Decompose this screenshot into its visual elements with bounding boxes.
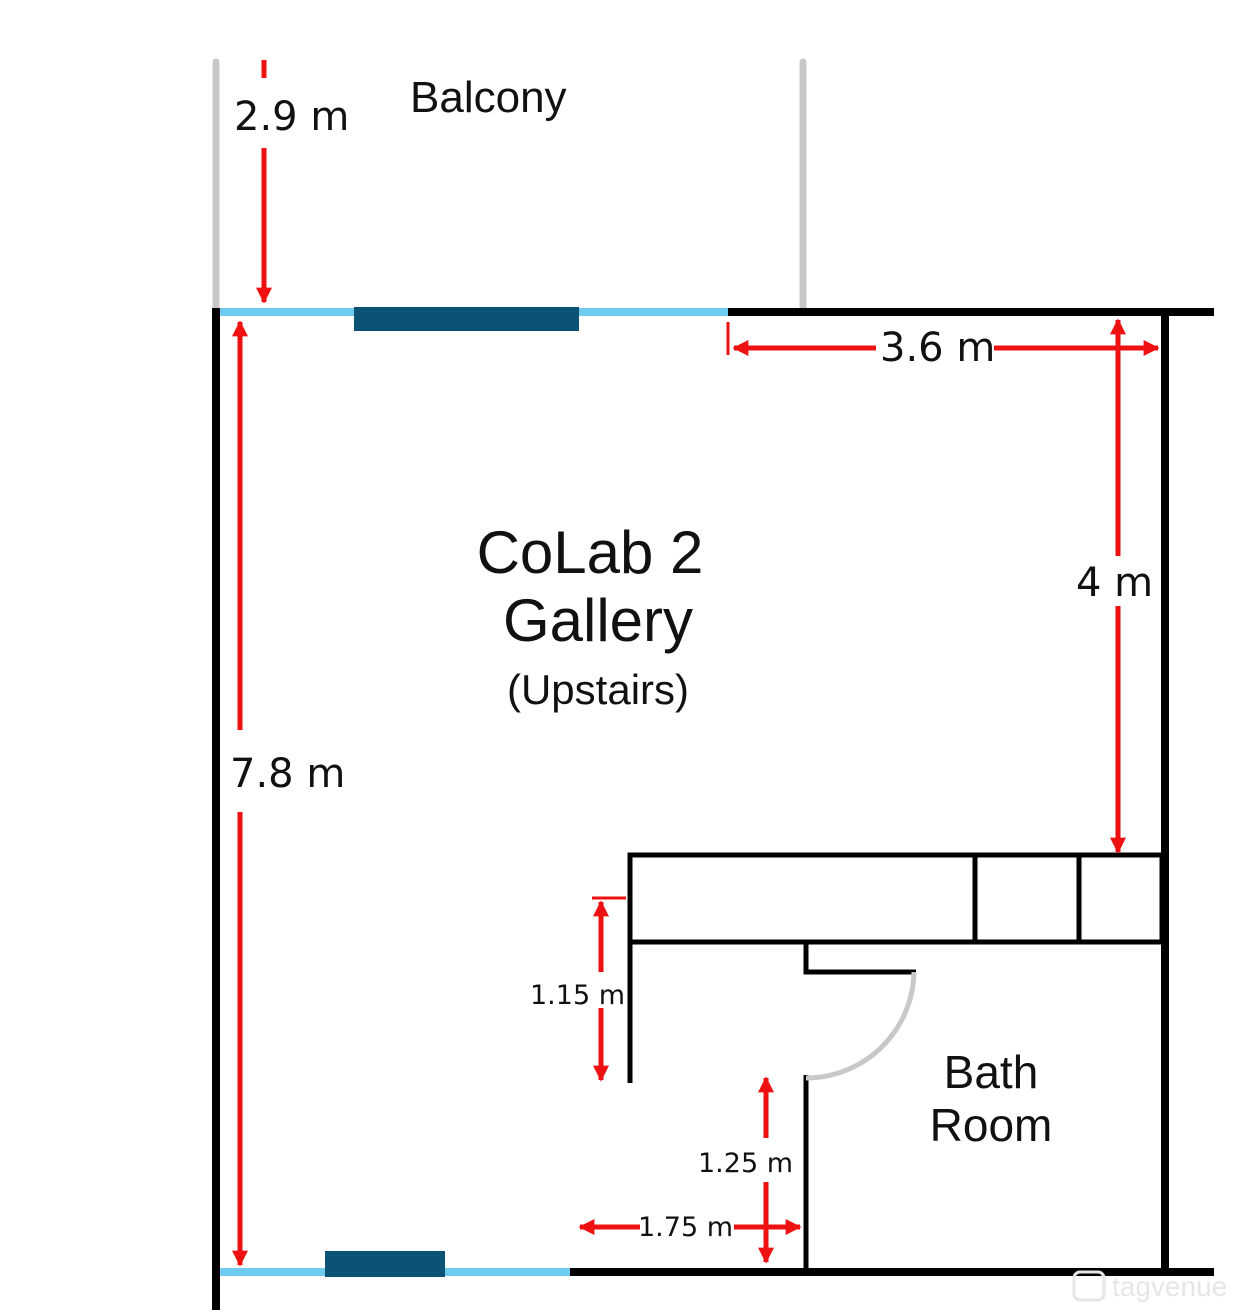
watermark-icon [1072, 1270, 1106, 1302]
gallery-subtitle: (Upstairs) [507, 666, 689, 713]
bathroom-label-line1: Bath [944, 1046, 1039, 1098]
balcony-walls [212, 58, 807, 312]
gallery-length-label: 7.8 m [230, 751, 345, 797]
gallery-title-line1: CoLab 2 [477, 519, 704, 586]
bottom-window [220, 1251, 570, 1277]
watermark: tagvenue [1072, 1270, 1227, 1302]
door-swing [805, 971, 917, 1081]
bathroom-label-line2: Room [930, 1099, 1053, 1151]
top-window [220, 307, 728, 331]
corridor-wall-label: 1.15 m [530, 980, 625, 1011]
bath-wall-label: 1.25 m [698, 1148, 793, 1179]
walls [212, 308, 1214, 1310]
balcony-depth-label: 2.9 m [234, 94, 349, 140]
cabinet-block [627, 852, 1165, 1083]
bathroom-walls [803, 942, 916, 1272]
right-depth-label: 4 m [1076, 560, 1153, 606]
watermark-text: tagvenue [1112, 1271, 1227, 1302]
gallery-title-line2: Gallery [503, 587, 693, 654]
balcony-label: Balcony [410, 73, 567, 122]
corridor-width-label: 1.75 m [638, 1212, 733, 1243]
top-width-label: 3.6 m [880, 325, 995, 371]
